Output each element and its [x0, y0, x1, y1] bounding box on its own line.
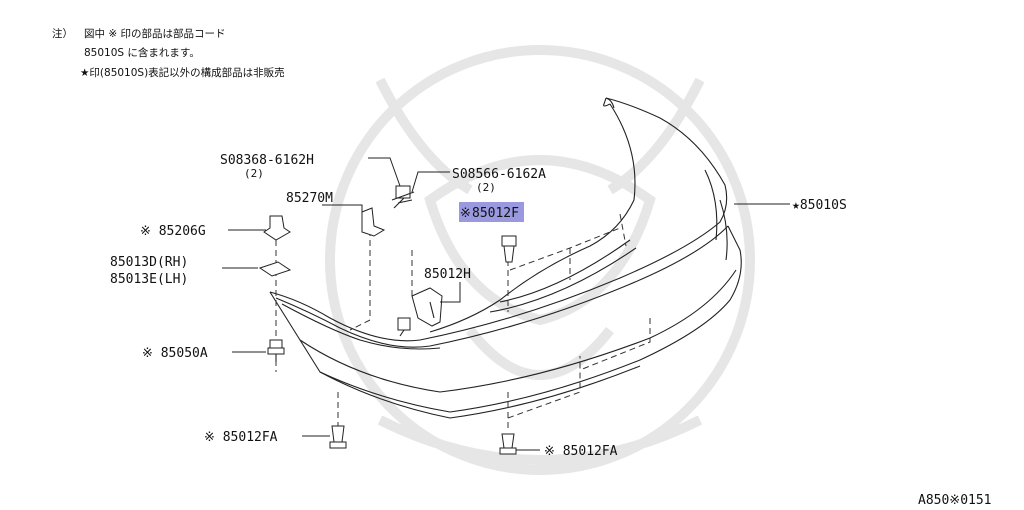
bolt-08566-qty: (2): [476, 181, 496, 194]
note-line-2: 85010S に含まれます。: [84, 46, 200, 59]
label-85012f-mark: ※: [460, 206, 471, 221]
note-block: 注） 図中 ※ 印の部品は部品コード 85010S に含まれます。 ★印(850…: [52, 27, 285, 79]
label-85270m: 85270M: [286, 191, 333, 206]
label-85012fa-left: ※ 85012FA: [204, 430, 278, 445]
bolt-08368-part: [391, 185, 415, 209]
label-85013d: 85013D(RH): [110, 255, 188, 270]
bracket-85012h-part: [397, 287, 443, 337]
label-85050a: ※ 85050A: [142, 346, 208, 361]
rear-bumper-fascia: [269, 97, 742, 419]
clip-85012fa-left-part: [329, 425, 347, 449]
label-bolt-08566: S08566-6162A (2): [452, 167, 546, 194]
bolt-08368-code: S08368-6162H: [220, 153, 314, 168]
label-85013e: 85013E(LH): [110, 272, 188, 287]
stay-85013-part: [258, 261, 292, 277]
bracket-85270m-part: [361, 207, 386, 237]
label-85012h: 85012H: [424, 267, 471, 282]
note-line-3: ★印(85010S)表記以外の構成部品は非販売: [80, 66, 285, 79]
watermark-logo: [325, 45, 755, 475]
label-85012f-highlight: [459, 202, 524, 222]
label-bolt-08368: S08368-6162H (2): [220, 153, 314, 180]
screw-85050a-part: [267, 339, 285, 362]
bolt-08566-code: S08566-6162A: [452, 167, 546, 182]
label-85206g: ※ 85206G: [140, 224, 206, 239]
note-line-1: 図中 ※ 印の部品は部品コード: [84, 27, 225, 40]
label-85012fa-right: ※ 85012FA: [544, 444, 618, 459]
clip-85012f-part: [501, 235, 517, 263]
leader-lines: [222, 157, 790, 451]
label-85010s: ★85010S: [792, 198, 847, 213]
clip-85012fa-right-part: [499, 433, 517, 455]
label-85012f[interactable]: ※ 85012F: [459, 202, 524, 222]
figure-id: A850※0151: [918, 493, 992, 508]
note-prefix: 注）: [52, 27, 73, 40]
label-85012f-code: 85012F: [472, 206, 519, 221]
clip-85206g-part: [263, 215, 291, 241]
bolt-08368-qty: (2): [244, 167, 264, 180]
assembly-guides: [275, 213, 651, 432]
